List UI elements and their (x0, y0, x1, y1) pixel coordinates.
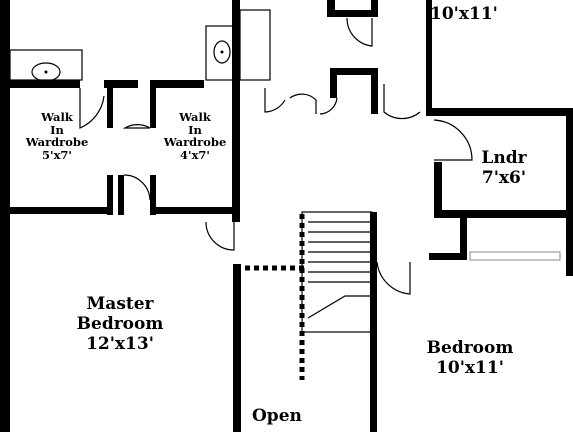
stairs (301, 211, 373, 333)
walk-in-right-dims: 4'x7' (180, 147, 210, 162)
bedroom-label: Bedroom 10'x11' (410, 338, 530, 378)
walk-in-wardrobe-left-label: Walk In Wardrobe 5'x7' (16, 111, 98, 161)
walk-in-left-line2: In (50, 122, 64, 137)
master-bedroom-label: Master Bedroom 12'x13' (60, 294, 180, 354)
walk-in-right-line1: Walk (179, 110, 211, 124)
doors (79, 17, 473, 295)
top-room-dims: 10'x11' (430, 4, 498, 24)
walk-in-right-line3: Wardrobe (163, 135, 227, 149)
walk-in-left-line1: Walk (41, 110, 73, 124)
open-area-label: Open (252, 406, 302, 426)
master-bedroom-name1: Master (86, 294, 154, 314)
bedroom-dims: 10'x11' (436, 358, 504, 378)
master-bedroom-dims: 12'x13' (86, 334, 154, 354)
walk-in-left-line3: Wardrobe (25, 135, 89, 149)
laundry-name: Lndr (481, 148, 527, 168)
walk-in-wardrobe-right-label: Walk In Wardrobe 4'x7' (160, 111, 230, 161)
walk-in-right-line2: In (188, 122, 202, 137)
laundry-dims: 7'x6' (481, 168, 527, 188)
fixtures (9, 9, 561, 261)
master-bedroom-name2: Bedroom (76, 314, 164, 334)
dashed-openings (245, 214, 305, 380)
walk-in-left-dims: 5'x7' (42, 147, 72, 162)
bedroom-name: Bedroom (426, 338, 514, 358)
laundry-label: Lndr 7'x6' (464, 148, 544, 188)
